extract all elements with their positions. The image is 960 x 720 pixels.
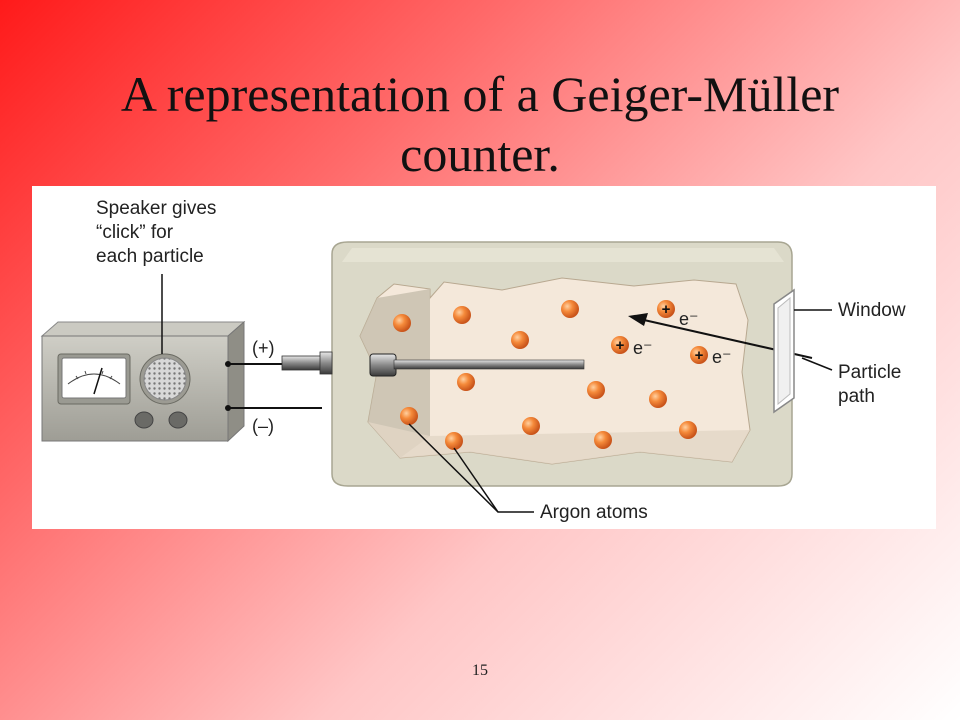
argon-atom — [522, 417, 540, 435]
argon-callout-lines — [408, 423, 534, 513]
argon-atom — [400, 407, 418, 425]
slide-title: A representation of a Geiger-Müller coun… — [120, 66, 840, 182]
argon-atom — [679, 421, 697, 439]
argon-atom — [594, 431, 612, 449]
argon-atoms-label: Argon atoms — [540, 502, 648, 523]
ion-charge: + — [616, 337, 625, 354]
argon-atom — [649, 390, 667, 408]
window — [773, 288, 795, 414]
analog-meter — [57, 353, 131, 405]
slide-number: 15 — [472, 662, 488, 679]
electron-label: e⁻ — [633, 338, 653, 358]
window-label: Window — [838, 300, 906, 321]
argon-atoms — [393, 300, 697, 450]
argon-atom — [511, 331, 529, 349]
argon-ion — [611, 336, 629, 354]
diagram-panel: (+) (–) — [32, 186, 936, 529]
argon-atom — [393, 314, 411, 332]
particle-path-callout-line — [801, 357, 833, 371]
argon-ion — [690, 346, 708, 364]
positive-terminal-label: (+) — [252, 338, 275, 358]
particle-path-label: Particle path — [838, 362, 907, 407]
argon-atom — [445, 432, 463, 450]
argon-atom — [561, 300, 579, 318]
control-knobs — [134, 411, 188, 429]
argon-atom — [587, 381, 605, 399]
speaker-label: Speaker gives “click” for each particle — [96, 198, 222, 267]
argon-atom — [457, 373, 475, 391]
ion-charge: + — [695, 347, 704, 364]
speaker-grill — [139, 353, 191, 405]
argon-atom — [453, 306, 471, 324]
central-electrode — [281, 351, 585, 377]
negative-terminal-label: (–) — [252, 416, 274, 436]
argon-ion — [657, 300, 675, 318]
electron-label: e⁻ — [679, 309, 699, 329]
electron-label: e⁻ — [712, 347, 732, 367]
ionized-atoms: + e⁻ + e⁻ + e⁻ — [611, 300, 732, 367]
geiger-counter-diagram: (+) (–) — [40, 198, 907, 523]
ion-charge: + — [662, 301, 671, 318]
